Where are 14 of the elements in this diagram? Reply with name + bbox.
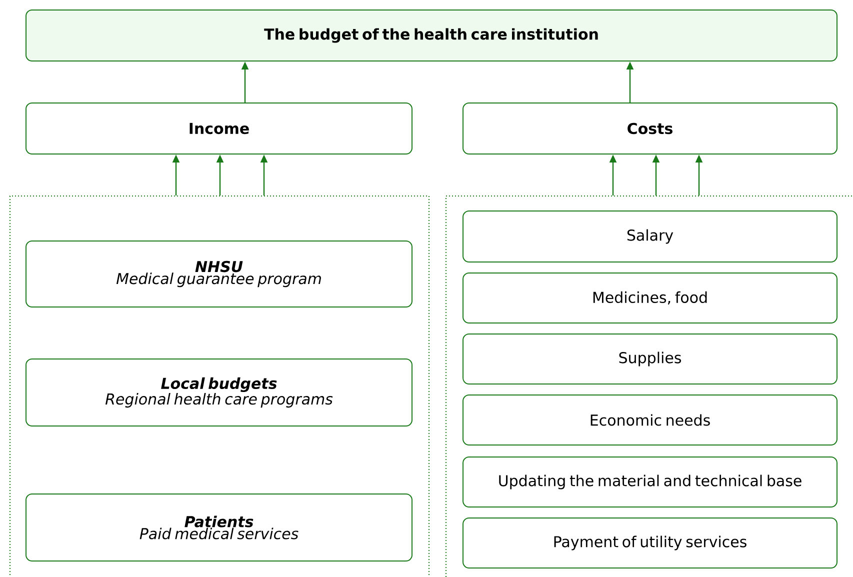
dotted-panel [10, 196, 430, 577]
title-box: The budget of the health care institution [26, 10, 838, 62]
cost-box: Medicines, food [462, 272, 838, 324]
cost-box: Economic needs [462, 394, 838, 446]
cost-box: Updating the material and technical base [462, 456, 838, 508]
source-box: Local budgets Regional health care programs [26, 358, 412, 426]
dotted-panel [446, 196, 853, 577]
source-box: NHSU Medical guarantee program [26, 240, 412, 308]
cost-box: Payment of utility services [462, 518, 838, 568]
category-box: Costs [462, 102, 838, 154]
cost-box: Supplies [462, 334, 838, 384]
source-box: Patients Paid medical services [26, 494, 412, 562]
cost-box: Salary [462, 210, 838, 262]
category-box: Income [26, 102, 412, 154]
